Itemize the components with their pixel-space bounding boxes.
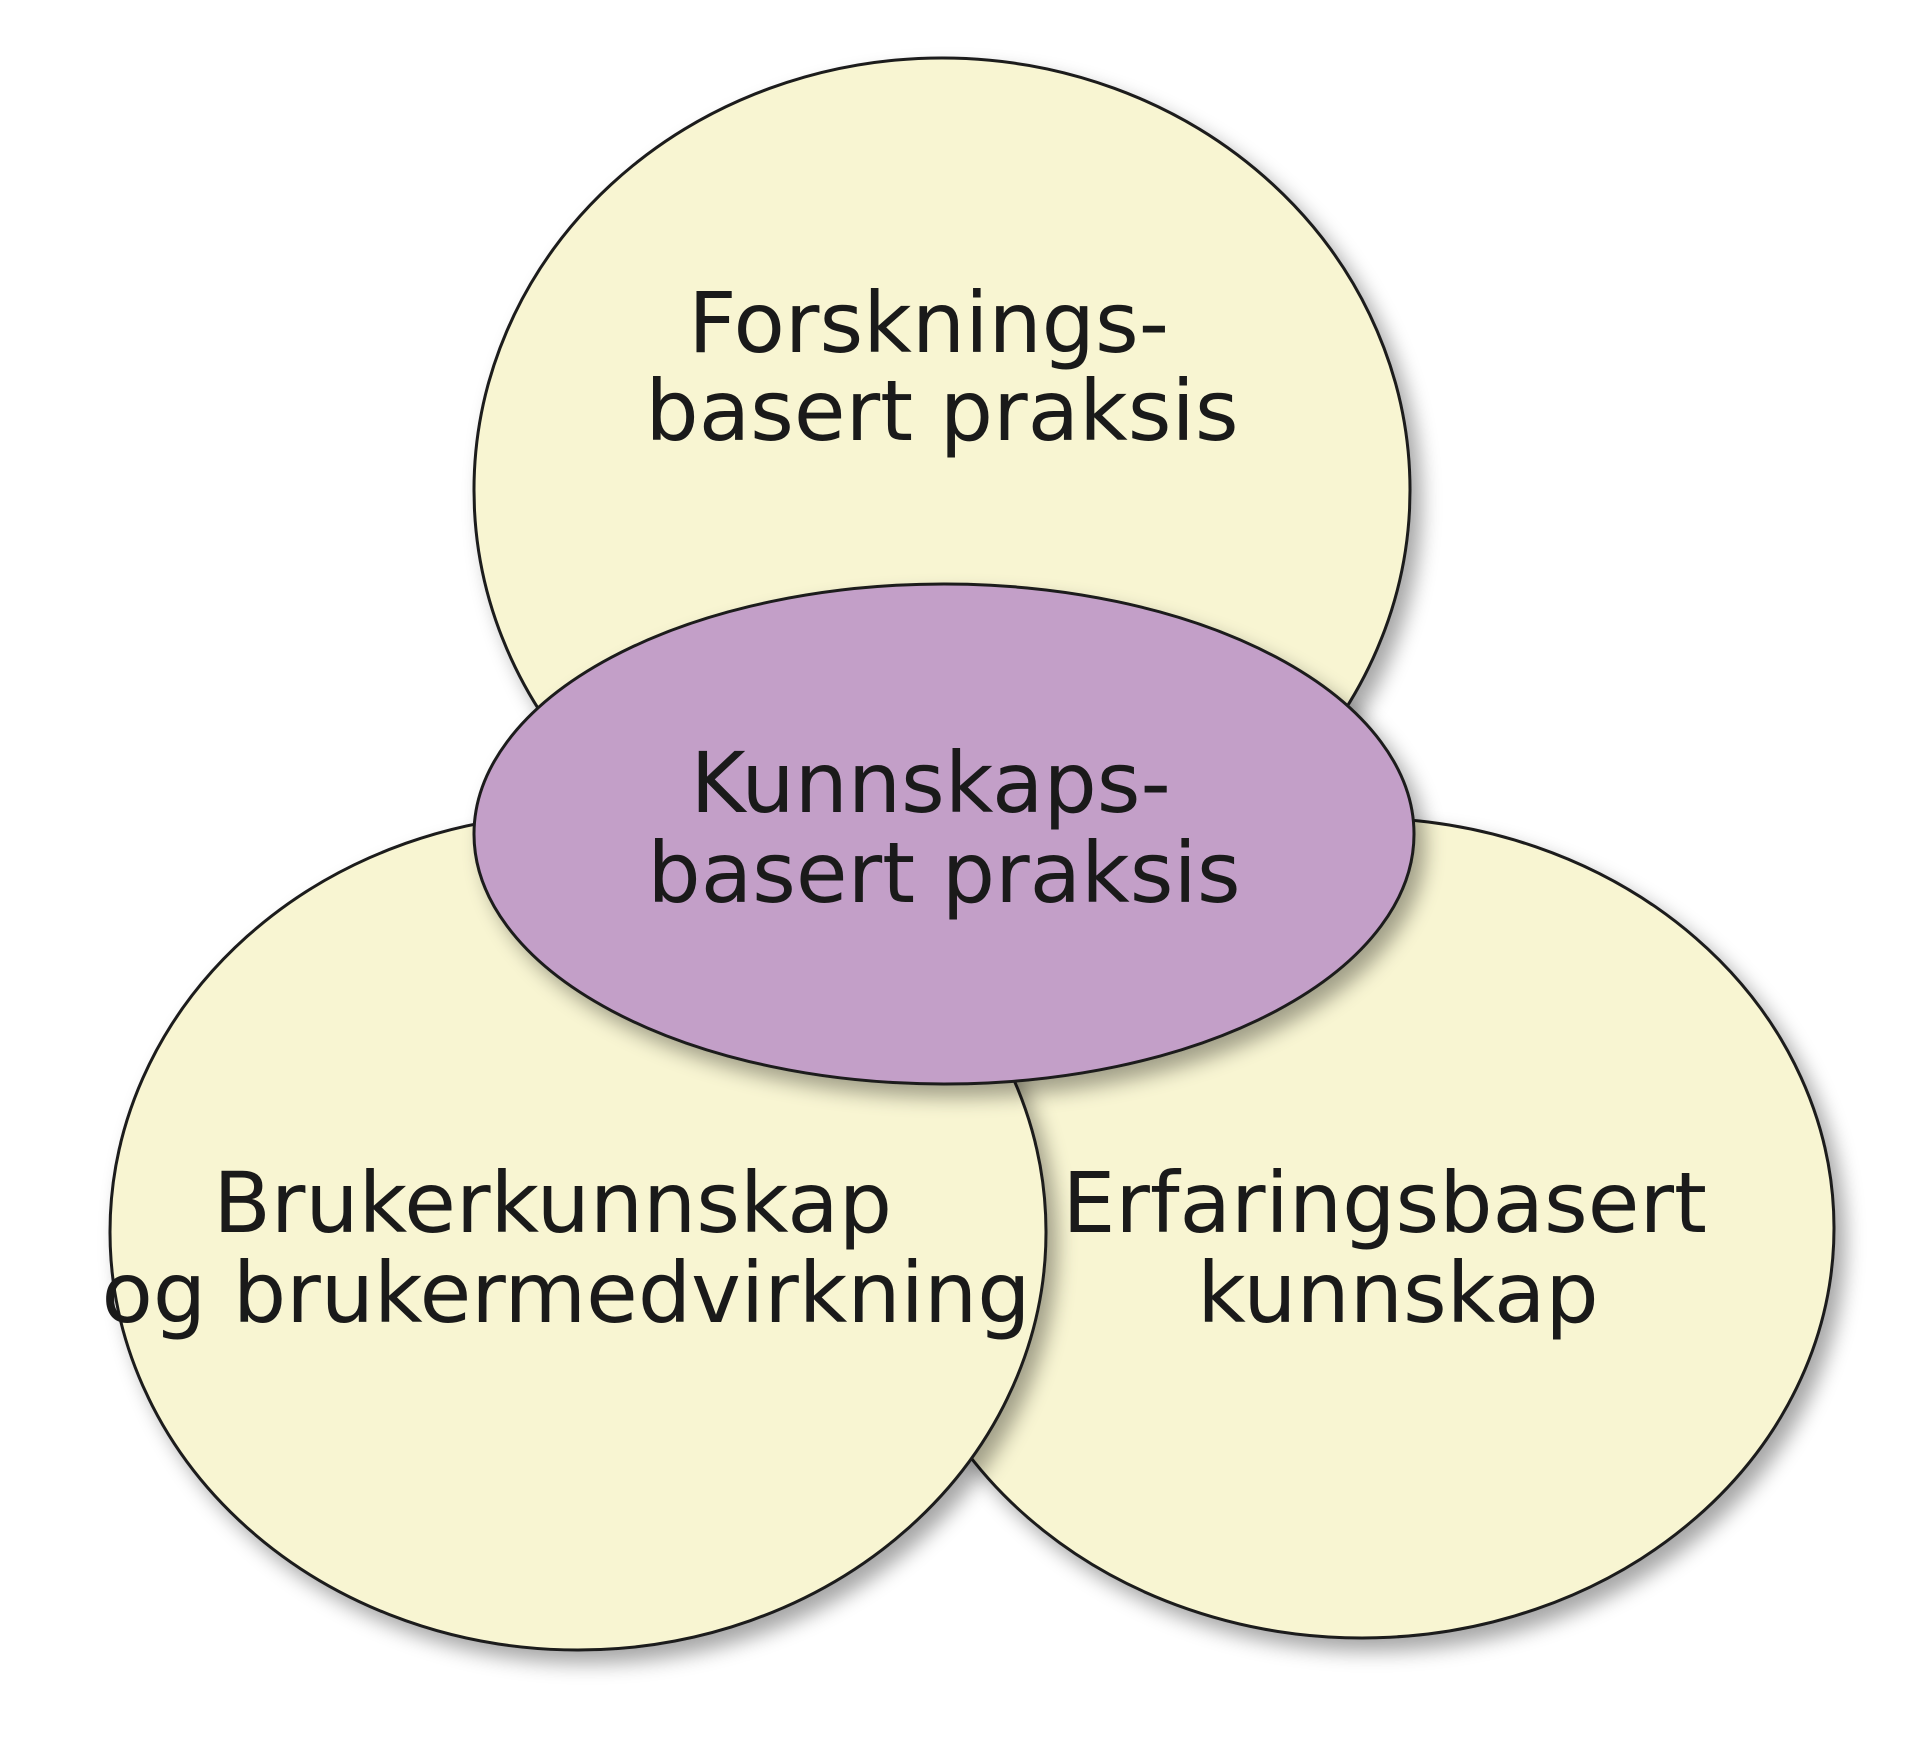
circle-top-label-line-1: Forsknings- (688, 274, 1169, 372)
circle-center-label: Kunnskaps- basert praksis (647, 734, 1240, 922)
circle-left-label-line-1: Brukerkunnskap (213, 1154, 892, 1252)
circle-center-shape (472, 582, 1416, 1086)
circle-top-label: Forsknings- basert praksis (645, 274, 1238, 460)
circle-right-label-line-2: kunnskap (1197, 1244, 1599, 1342)
circle-right-label-line-1: Erfaringsbasert (1062, 1154, 1707, 1252)
circle-right-label: Erfaringsbasert kunnskap (1062, 1154, 1733, 1342)
circle-left-label-line-2: og brukermedvirkning (101, 1244, 1030, 1342)
circle-center (472, 582, 1416, 1086)
circle-center-label-line-1: Kunnskaps- (690, 734, 1170, 832)
circle-top-label-line-2: basert praksis (645, 362, 1238, 460)
circle-center-label-line-2: basert praksis (647, 824, 1240, 922)
circle-left-label: Brukerkunnskap og brukermedvirkning (101, 1154, 1030, 1342)
